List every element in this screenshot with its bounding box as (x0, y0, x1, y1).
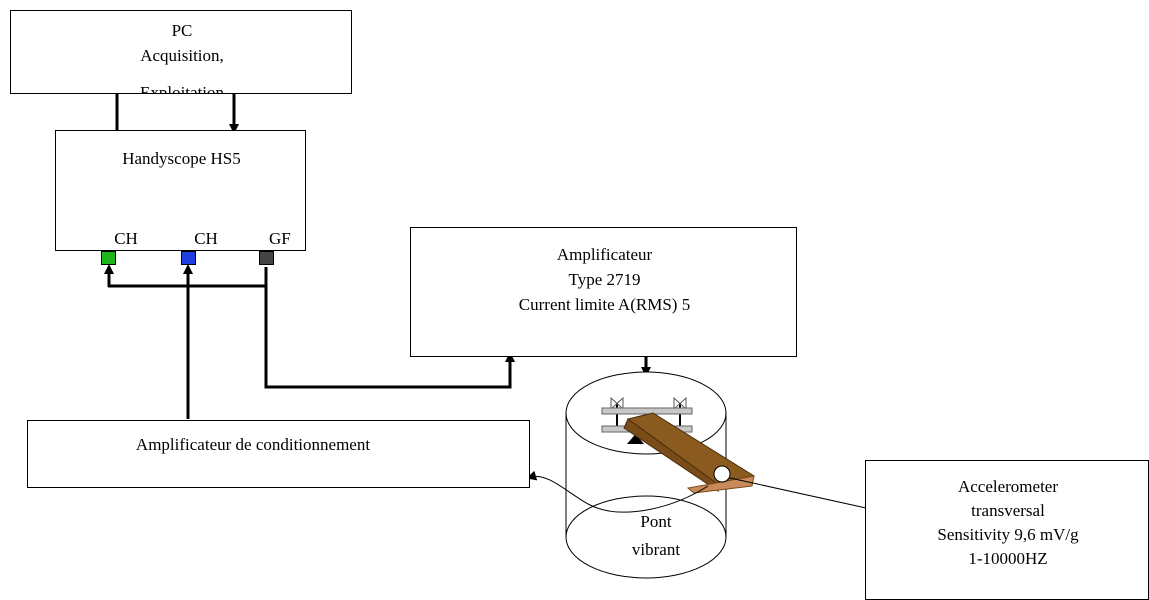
pc-title: PC (171, 21, 193, 40)
accelerometer-type: transversal (971, 501, 1045, 520)
handyscope-box: Handyscope HS5 CH CH GF (55, 130, 306, 251)
channel-1-connector (101, 251, 116, 265)
channel-2-connector (181, 251, 196, 265)
accelerometer-spec-box: Accelerometer transversal Sensitivity 9,… (865, 460, 1149, 600)
handyscope-title: Handyscope HS5 (122, 149, 241, 168)
accelerometer-range: 1-10000HZ (968, 549, 1048, 568)
amplifier-box: Amplificateur Type 2719 Current limite A… (410, 227, 797, 357)
gf-label: GF (269, 229, 291, 248)
channel-2-label: CH (194, 229, 218, 248)
wire-sensor-to-spec (729, 477, 867, 509)
test-beam (623, 412, 756, 494)
channel-1-label: CH (114, 229, 138, 248)
pc-subtitle-2: Exploitation (139, 83, 225, 93)
accelerometer-sensitivity: Sensitivity 9,6 mV/g (937, 525, 1079, 544)
accelerometer-name: Accelerometer (957, 477, 1059, 496)
amplifier-type: Type 2719 (568, 270, 641, 289)
amplifier-current-limit: Current limite A(RMS) 5 (518, 295, 691, 314)
amplifier-title: Amplificateur (556, 245, 653, 264)
conditioning-amplifier-label: Amplificateur de conditionnement (135, 435, 371, 454)
gf-connector (259, 251, 274, 265)
wire-gf-to-amp (264, 267, 515, 389)
pc-subtitle: Acquisition, (140, 46, 224, 65)
shaker-label-2: vibrant (631, 540, 681, 559)
shaker-label-1: Pont (640, 512, 672, 531)
pc-box: PC Acquisition, Exploitation (10, 10, 352, 94)
wire-sensor-to-conditioner (526, 470, 709, 513)
conditioning-amplifier-box: Amplificateur de conditionnement (27, 420, 530, 488)
accelerometer-sensor (713, 465, 731, 483)
